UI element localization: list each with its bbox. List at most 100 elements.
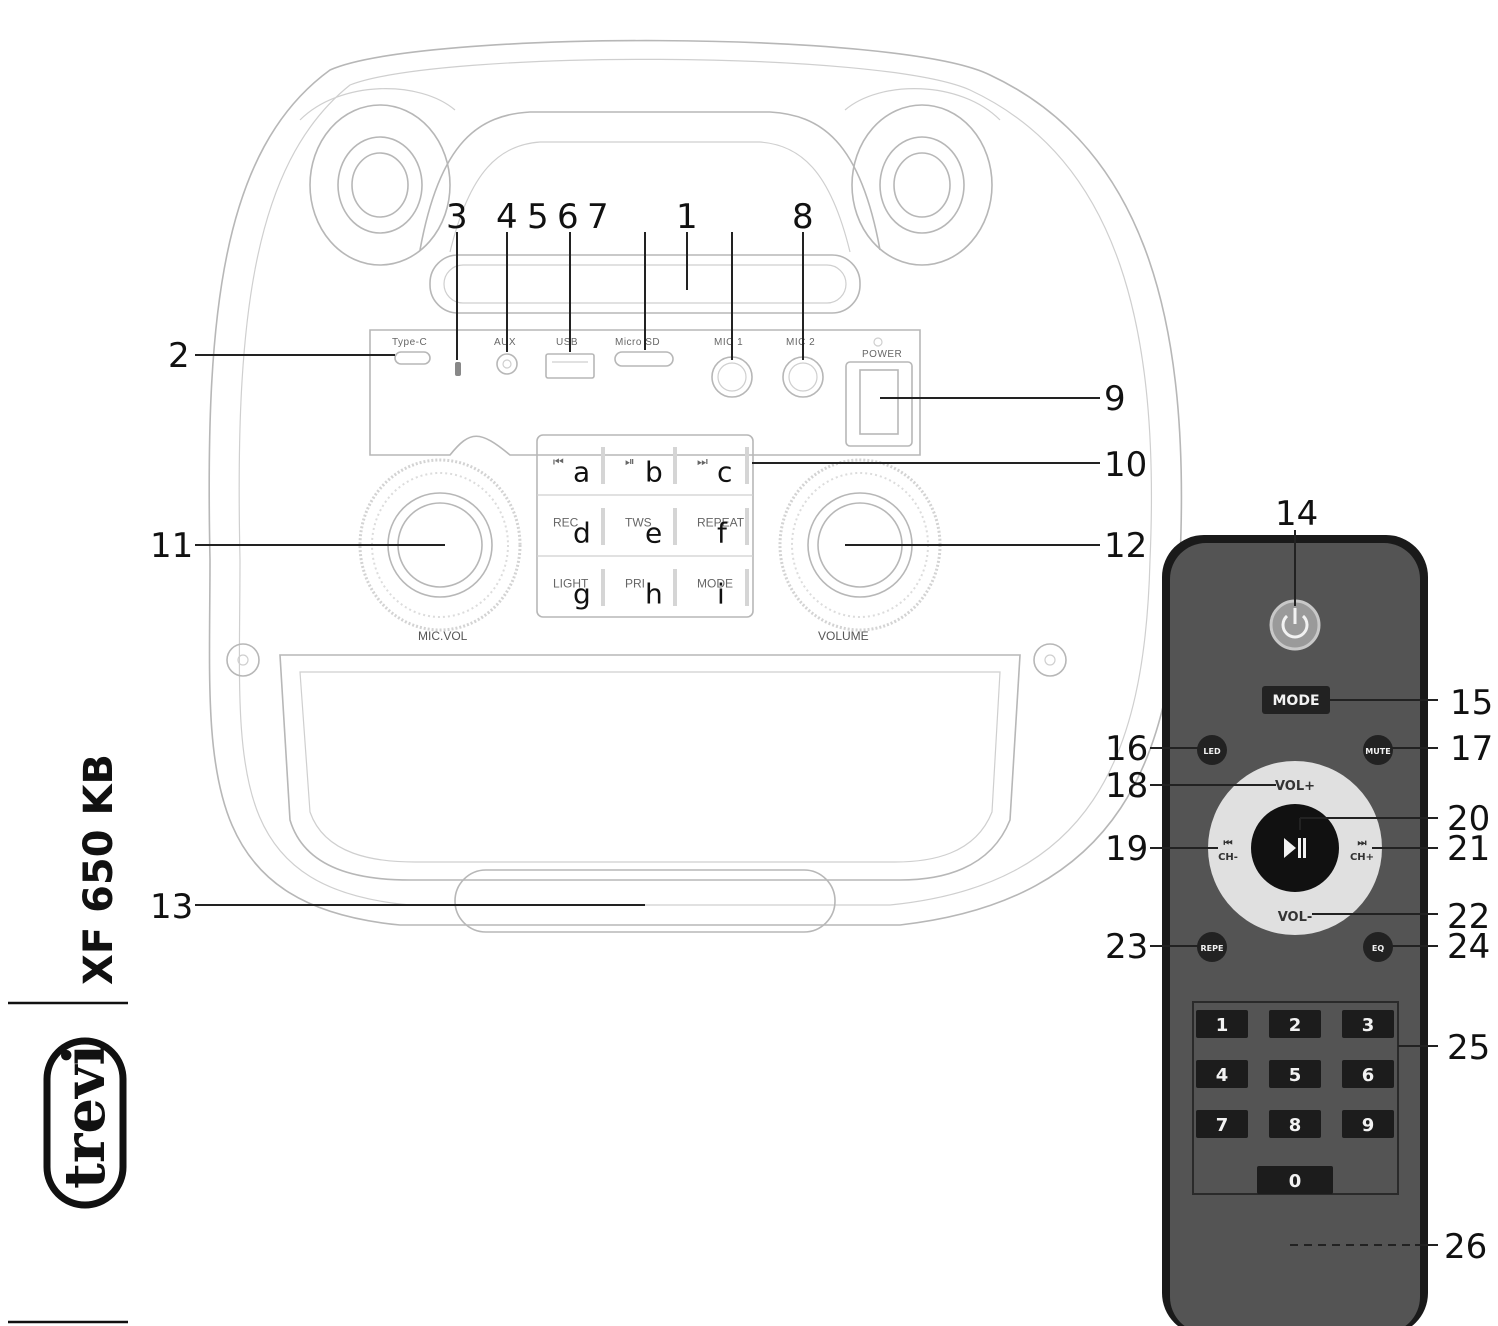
control-button-letter: g <box>573 578 591 611</box>
svg-text:trevi: trevi <box>52 1044 118 1189</box>
remote-prev-button[interactable]: ⏮ CH- <box>1218 838 1238 863</box>
remote-key-label: 7 <box>1216 1115 1229 1136</box>
callout-21: 21 <box>1447 829 1490 869</box>
remote-key-0[interactable]: 0 <box>1257 1166 1333 1194</box>
callout-26: 26 <box>1444 1227 1487 1267</box>
control-button-label: REC <box>553 516 579 530</box>
remote-mode-label: MODE <box>1272 693 1319 709</box>
button-divider <box>601 569 605 606</box>
control-button-letter: i <box>717 578 725 611</box>
usb-label: USB <box>556 337 578 348</box>
remote-vol-up[interactable]: VOL+ <box>1275 779 1315 794</box>
button-divider <box>673 569 677 606</box>
button-divider <box>673 508 677 545</box>
remote-eq-button[interactable] <box>1363 932 1393 962</box>
callout-23: 23 <box>1105 927 1148 967</box>
control-button-label: MODE <box>697 577 733 591</box>
control-button-letter: h <box>645 578 663 611</box>
button-divider <box>745 447 749 484</box>
remote-key-9[interactable]: 9 <box>1342 1110 1394 1138</box>
remote-mode-button[interactable] <box>1262 686 1330 714</box>
remote-key-label: 9 <box>1362 1115 1375 1136</box>
left-tweeter <box>299 88 456 266</box>
button-divider <box>601 508 605 545</box>
speaker-callouts: 3 4 5 6 7 1 8 2 9 10 11 12 13 <box>150 197 1147 927</box>
remote-key-4[interactable]: 4 <box>1196 1060 1248 1088</box>
callout-2: 2 <box>168 336 190 376</box>
master-volume-label: VOLUME <box>818 629 869 643</box>
mic2-label: MIC 2 <box>786 337 815 348</box>
callout-20: 20 <box>1447 799 1490 839</box>
button-divider <box>601 447 605 484</box>
button-divider <box>745 508 749 545</box>
callout-7: 7 <box>587 197 609 237</box>
control-button-label: LIGHT <box>553 577 589 591</box>
control-button-letter: f <box>717 517 728 550</box>
remote-mute-label: MUTE <box>1365 747 1390 756</box>
control-button-label: ⏮ <box>553 455 564 469</box>
callout-25: 25 <box>1447 1028 1490 1068</box>
control-button-c[interactable]: ⏭c <box>697 447 749 489</box>
callout-6: 6 <box>557 197 579 237</box>
callout-5: 5 <box>527 197 549 237</box>
power-switch <box>859 369 899 435</box>
remote-key-2[interactable]: 2 <box>1269 1010 1321 1038</box>
button-divider <box>673 447 677 484</box>
typec-label: Type-C <box>392 337 427 348</box>
aux-jack <box>496 353 518 375</box>
control-button-letter: d <box>573 517 591 550</box>
speaker-outer-shell <box>208 39 1183 926</box>
power-switch-housing <box>845 361 913 447</box>
control-button-b[interactable]: ⏯b <box>625 447 677 489</box>
remote-next-label: CH+ <box>1350 852 1374 863</box>
remote-key-label: 0 <box>1289 1171 1302 1192</box>
right-tweeter <box>844 88 1001 266</box>
remote-led-label: LED <box>1203 747 1221 756</box>
left-strap-hole <box>226 643 260 677</box>
remote-key-1[interactable]: 1 <box>1196 1010 1248 1038</box>
remote-mute-button[interactable] <box>1363 735 1393 765</box>
charge-indicator-led <box>455 362 461 376</box>
remote-key-5[interactable]: 5 <box>1269 1060 1321 1088</box>
callout-3: 3 <box>446 197 468 237</box>
control-button-label: PRI <box>625 577 645 591</box>
top-handle-inner <box>449 141 851 253</box>
remote-led-button[interactable] <box>1197 735 1227 765</box>
power-icon <box>1281 608 1309 639</box>
callout-19: 19 <box>1105 829 1148 869</box>
speaker-leader-lines <box>195 232 1100 906</box>
callout-8: 8 <box>792 197 814 237</box>
control-button-letter: c <box>717 456 732 489</box>
right-strap-hole <box>1033 643 1067 677</box>
remote-key-label: 8 <box>1289 1115 1302 1136</box>
remote-key-3[interactable]: 3 <box>1342 1010 1394 1038</box>
play-pause-icon <box>1284 838 1306 858</box>
remote-key-label: 6 <box>1362 1065 1375 1086</box>
callout-1: 1 <box>676 197 698 237</box>
control-button-label: REPEAT <box>697 516 745 530</box>
remote-leader-lines <box>1150 530 1438 1246</box>
mic-volume-label: MIC.VOL <box>418 629 468 643</box>
usb-port <box>545 353 595 379</box>
remote-control: MODE LED MUTE VOL+ VOL- ⏮ CH- ⏭ CH+ REPE… <box>1162 535 1428 1326</box>
remote-key-6[interactable]: 6 <box>1342 1060 1394 1088</box>
remote-repeat-button[interactable] <box>1197 932 1227 962</box>
remote-key-8[interactable]: 8 <box>1269 1110 1321 1138</box>
remote-repeat-label: REPE <box>1201 944 1224 953</box>
callout-4: 4 <box>496 197 518 237</box>
remote-key-7[interactable]: 7 <box>1196 1110 1248 1138</box>
lower-grille-frame <box>279 654 1021 881</box>
remote-eq-label: EQ <box>1372 944 1384 953</box>
control-button-label: ⏭ <box>697 455 708 469</box>
remote-next-button[interactable]: ⏭ CH+ <box>1350 838 1374 863</box>
callout-12: 12 <box>1104 526 1147 566</box>
remote-prev-label: CH- <box>1218 852 1238 863</box>
remote-vol-down[interactable]: VOL- <box>1278 910 1313 925</box>
control-button-a[interactable]: ⏮a <box>553 447 605 489</box>
